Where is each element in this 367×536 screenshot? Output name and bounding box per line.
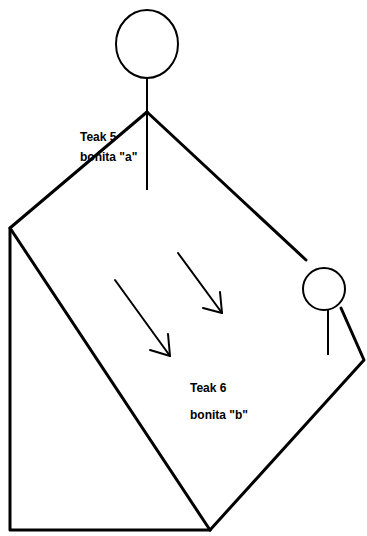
slope-outline (10, 112, 210, 530)
arrow-head (150, 334, 170, 356)
site-class-label: bonita "b" (190, 408, 248, 422)
arrow-head (203, 292, 222, 313)
person-head (116, 10, 178, 78)
person-body (146, 78, 148, 190)
person-body (327, 310, 329, 355)
plot-label: Teak 6 (190, 381, 226, 395)
plot-label: Teak 5 (80, 130, 116, 144)
person-head (303, 268, 345, 310)
site-class-label: bonita "a" (80, 150, 137, 164)
flow-arrow (178, 253, 222, 313)
slope-face (10, 228, 210, 530)
flow-arrow (115, 280, 170, 356)
slope-top-edge (147, 112, 306, 260)
